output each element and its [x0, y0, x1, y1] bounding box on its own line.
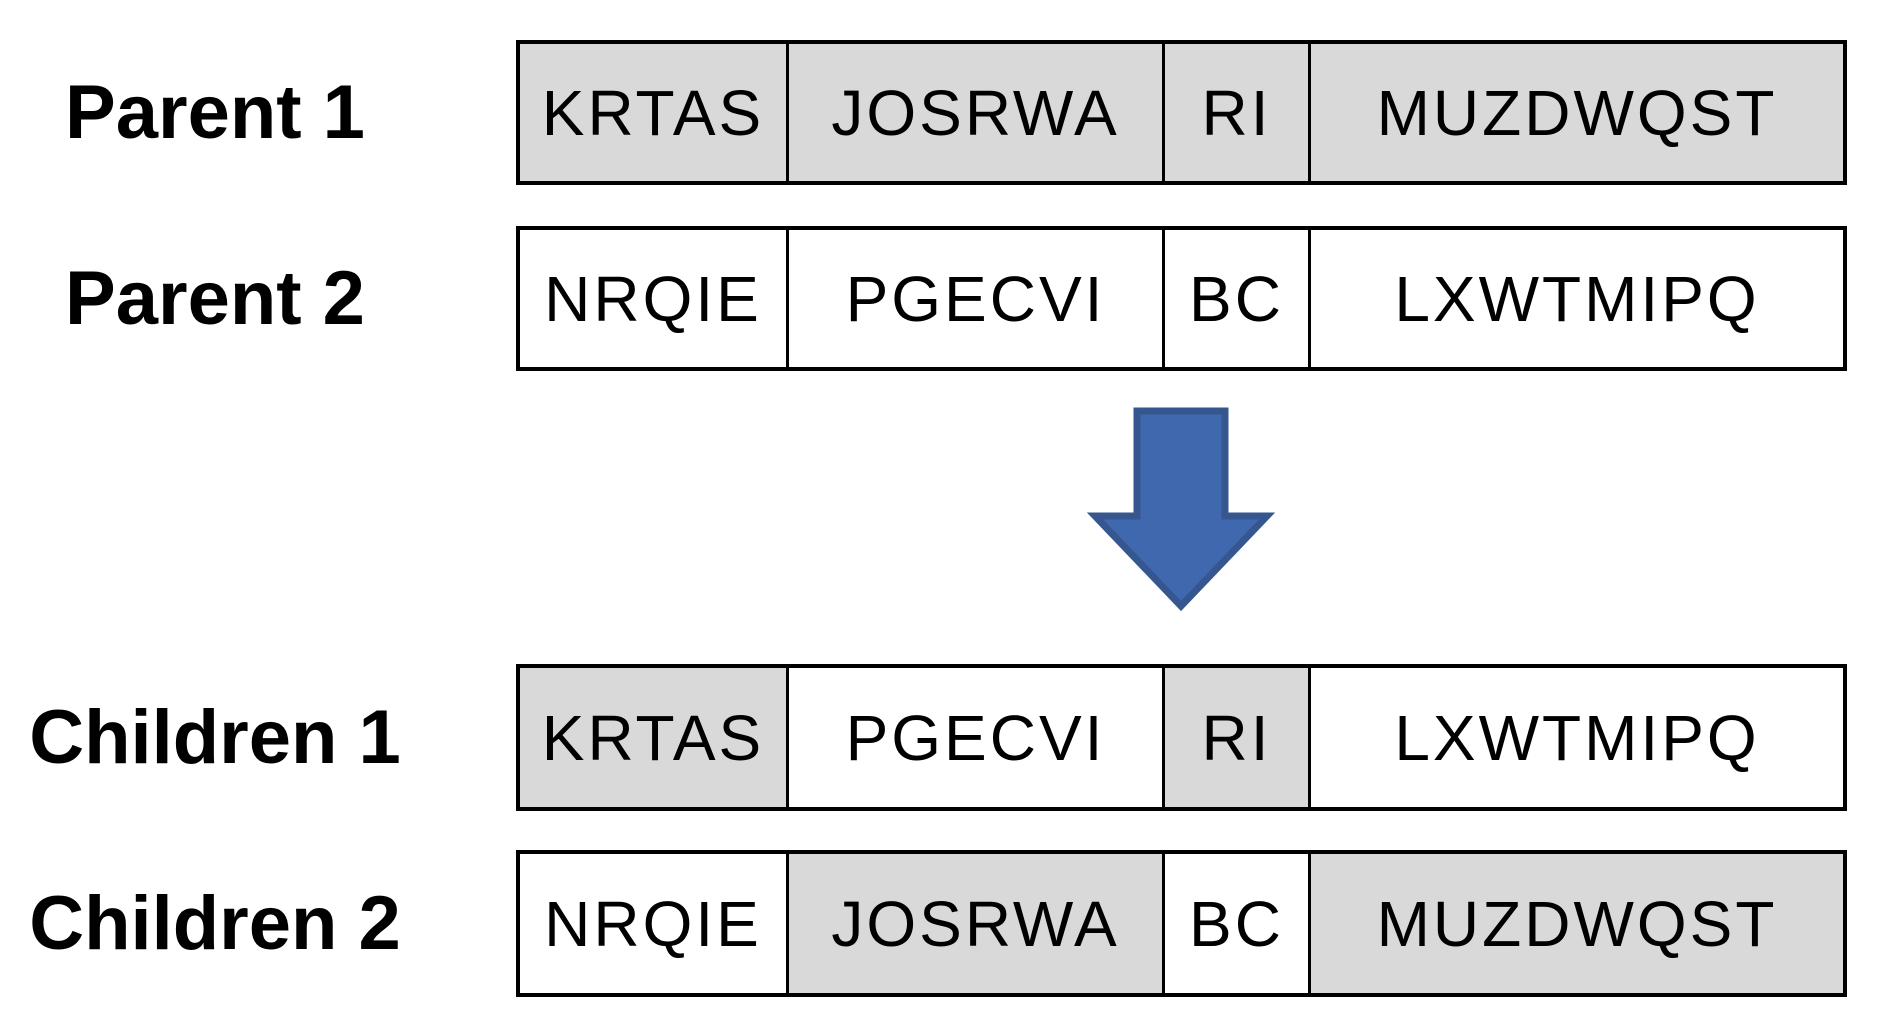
gene-cell: BC: [1162, 854, 1308, 993]
gene-cell: PGECVI: [786, 668, 1162, 807]
parent-1-label: Parent 1: [65, 70, 365, 155]
gene-cell: JOSRWA: [786, 44, 1162, 181]
gene-cell: NRQIE: [520, 230, 786, 367]
parent-2-chromosome: NRQIE PGECVI BC LXWTMIPQ: [516, 226, 1847, 371]
gene-cell: PGECVI: [786, 230, 1162, 367]
children-1-row: Children 1 KRTAS PGECVI RI LXWTMIPQ: [0, 664, 1877, 811]
children-2-label: Children 2: [29, 881, 401, 966]
gene-cell: MUZDWQST: [1308, 44, 1843, 181]
children-1-chromosome: KRTAS PGECVI RI LXWTMIPQ: [516, 664, 1847, 811]
gene-cell: KRTAS: [520, 44, 786, 181]
children-2-row: Children 2 NRQIE JOSRWA BC MUZDWQST: [0, 850, 1877, 997]
parent-1-chromosome: KRTAS JOSRWA RI MUZDWQST: [516, 40, 1847, 185]
gene-cell: NRQIE: [520, 854, 786, 993]
parent-2-label: Parent 2: [65, 256, 365, 341]
gene-cell: BC: [1162, 230, 1308, 367]
gene-cell: LXWTMIPQ: [1308, 230, 1843, 367]
gene-cell: LXWTMIPQ: [1308, 668, 1843, 807]
gene-cell: RI: [1162, 668, 1308, 807]
gene-cell: KRTAS: [520, 668, 786, 807]
gene-cell: RI: [1162, 44, 1308, 181]
parent-2-row: Parent 2 NRQIE PGECVI BC LXWTMIPQ: [0, 226, 1877, 371]
gene-cell: JOSRWA: [786, 854, 1162, 993]
down-arrow-shape: [1086, 407, 1276, 612]
crossover-arrow: [1081, 402, 1281, 617]
down-arrow-icon: [1086, 407, 1276, 612]
children-1-label: Children 1: [29, 695, 401, 780]
gene-cell: MUZDWQST: [1308, 854, 1843, 993]
parent-1-row: Parent 1 KRTAS JOSRWA RI MUZDWQST: [0, 40, 1877, 185]
children-2-chromosome: NRQIE JOSRWA BC MUZDWQST: [516, 850, 1847, 997]
